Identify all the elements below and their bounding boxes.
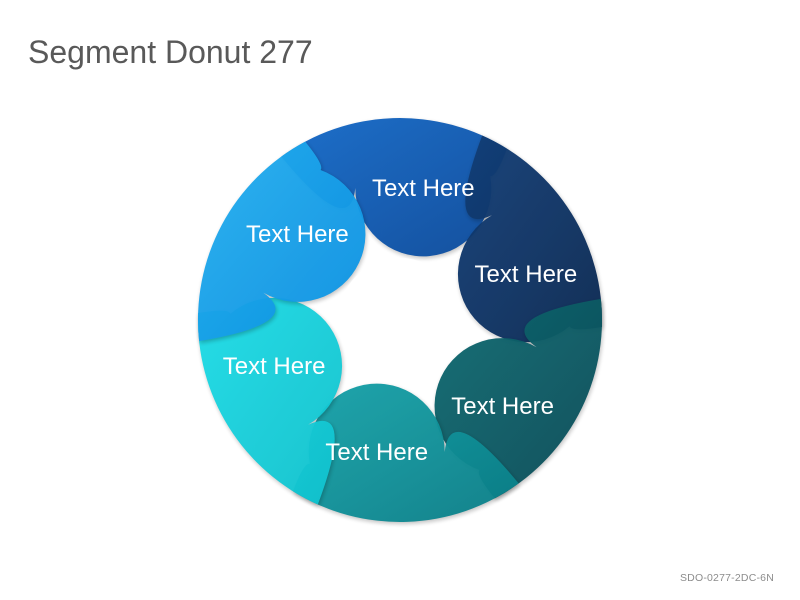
donut-segment-4 (293, 383, 519, 522)
segment-label-3: Text Here (451, 393, 554, 420)
donut-center-hole (338, 258, 462, 382)
donut-segment-6 (197, 141, 366, 342)
donut-segment-2 (457, 135, 603, 343)
segment-label-4: Text Here (325, 439, 428, 466)
segment-label-2: Text Here (475, 261, 578, 288)
donut-segments (197, 118, 603, 522)
slide-title: Segment Donut 277 (28, 34, 313, 70)
segment-label-1: Text Here (372, 175, 475, 202)
slide-code: SDO-0277-2DC-6N (679, 572, 774, 584)
donut-segment-5 (197, 297, 343, 505)
donut-segment-1 (281, 118, 507, 257)
segment-label-6: Text Here (246, 221, 349, 248)
segment-label-5: Text Here (223, 353, 326, 380)
